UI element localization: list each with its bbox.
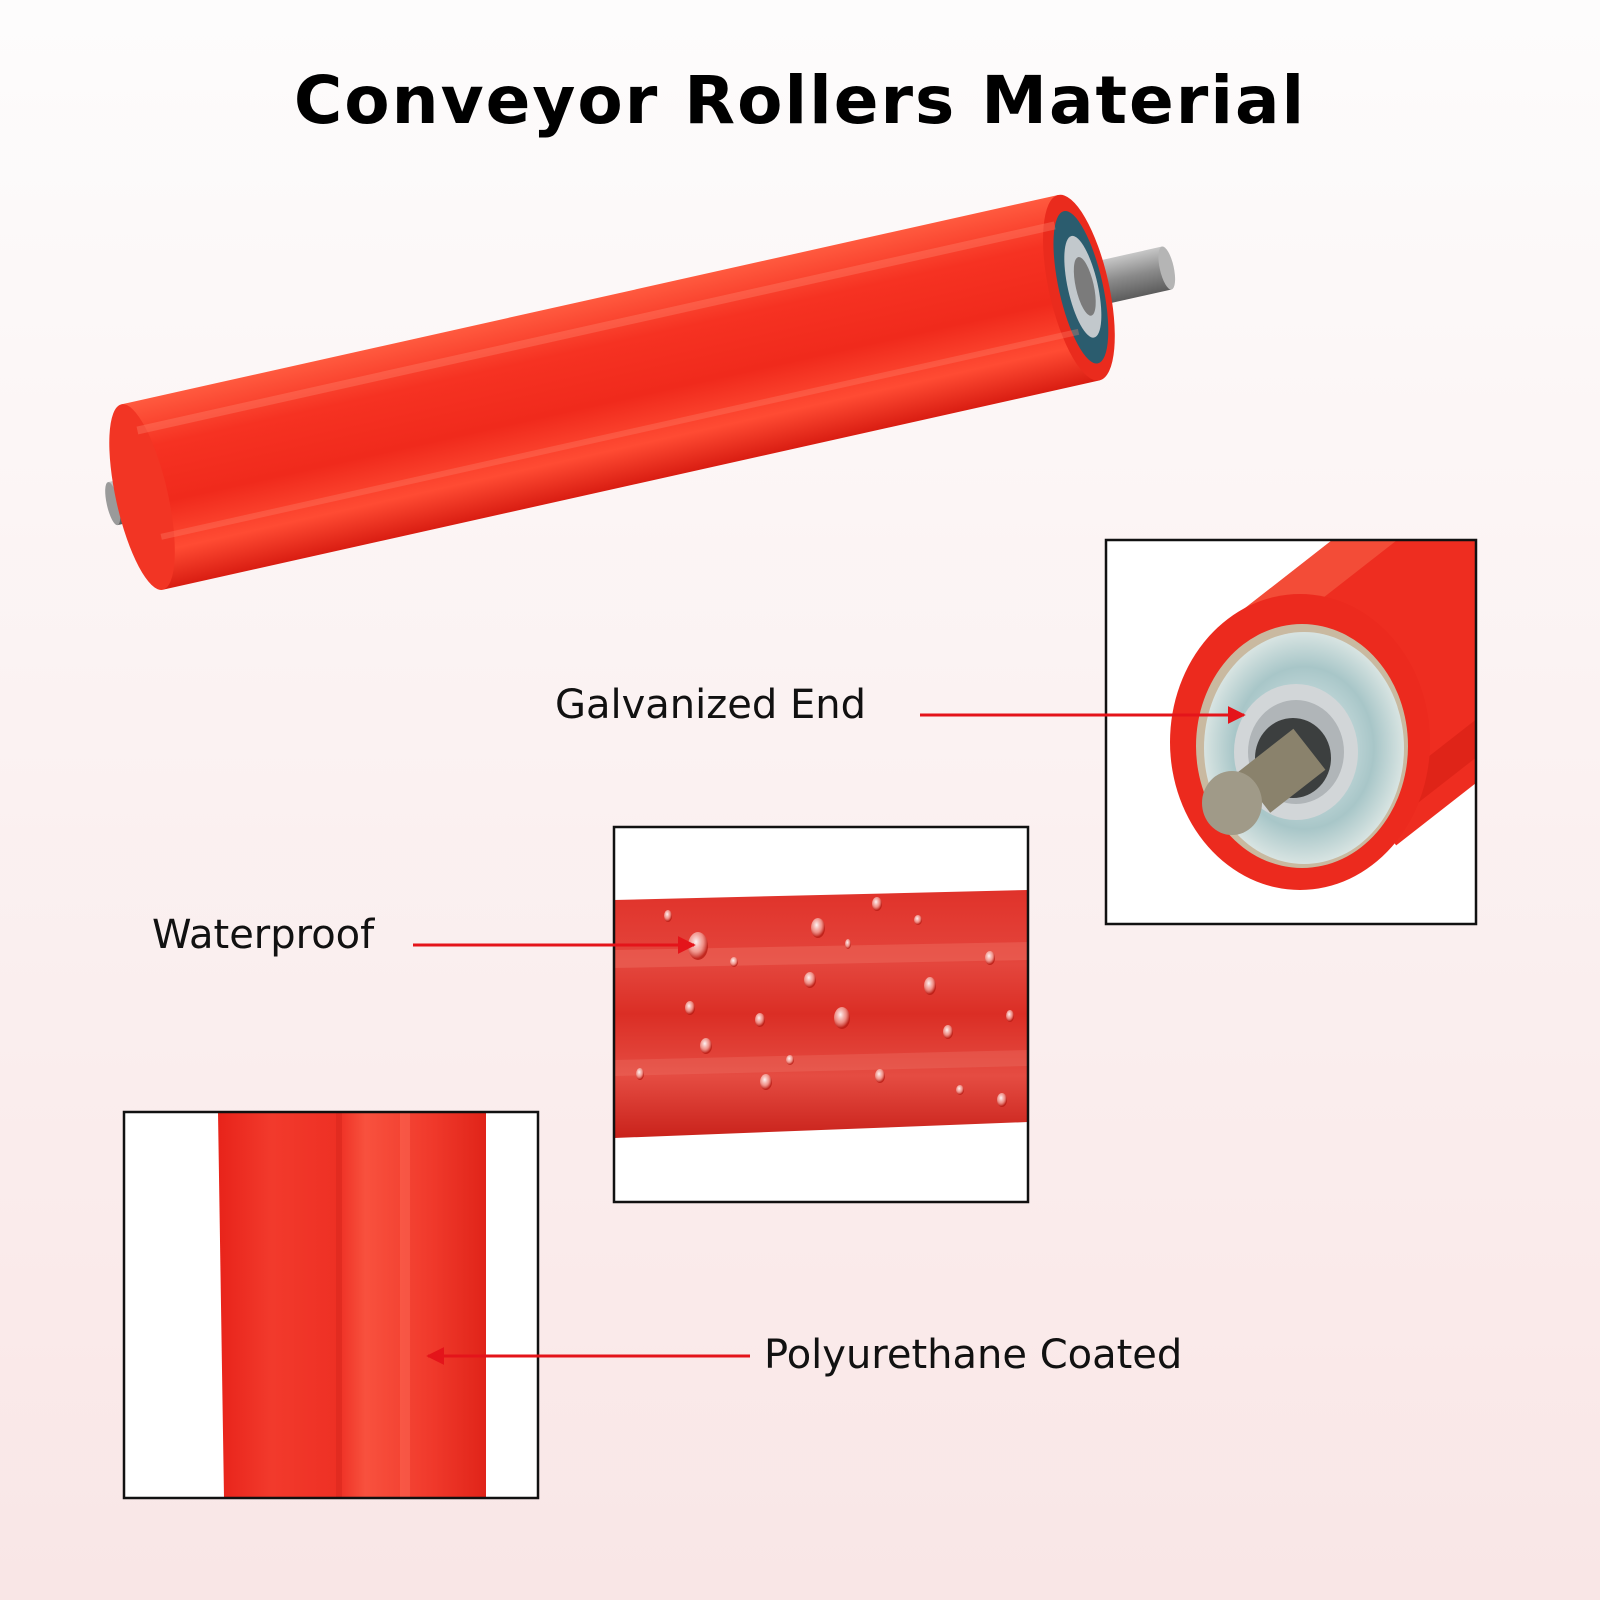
polyurethane-inset bbox=[122, 1110, 540, 1500]
shaft-end bbox=[1202, 771, 1262, 835]
galvanized-end-inset bbox=[1104, 538, 1478, 926]
roller-body bbox=[121, 194, 1100, 590]
waterproof-label: Waterproof bbox=[152, 912, 375, 958]
polyurethane-coated-label: Polyurethane Coated bbox=[764, 1332, 1183, 1378]
galvanized-end-label: Galvanized End bbox=[555, 682, 866, 728]
right-shaft bbox=[1093, 246, 1172, 305]
waterproof-inset bbox=[612, 825, 1030, 1204]
page-title: Conveyor Rollers Material bbox=[293, 62, 1307, 139]
main-roller-image bbox=[105, 194, 1176, 590]
water-droplets bbox=[636, 897, 1014, 1107]
